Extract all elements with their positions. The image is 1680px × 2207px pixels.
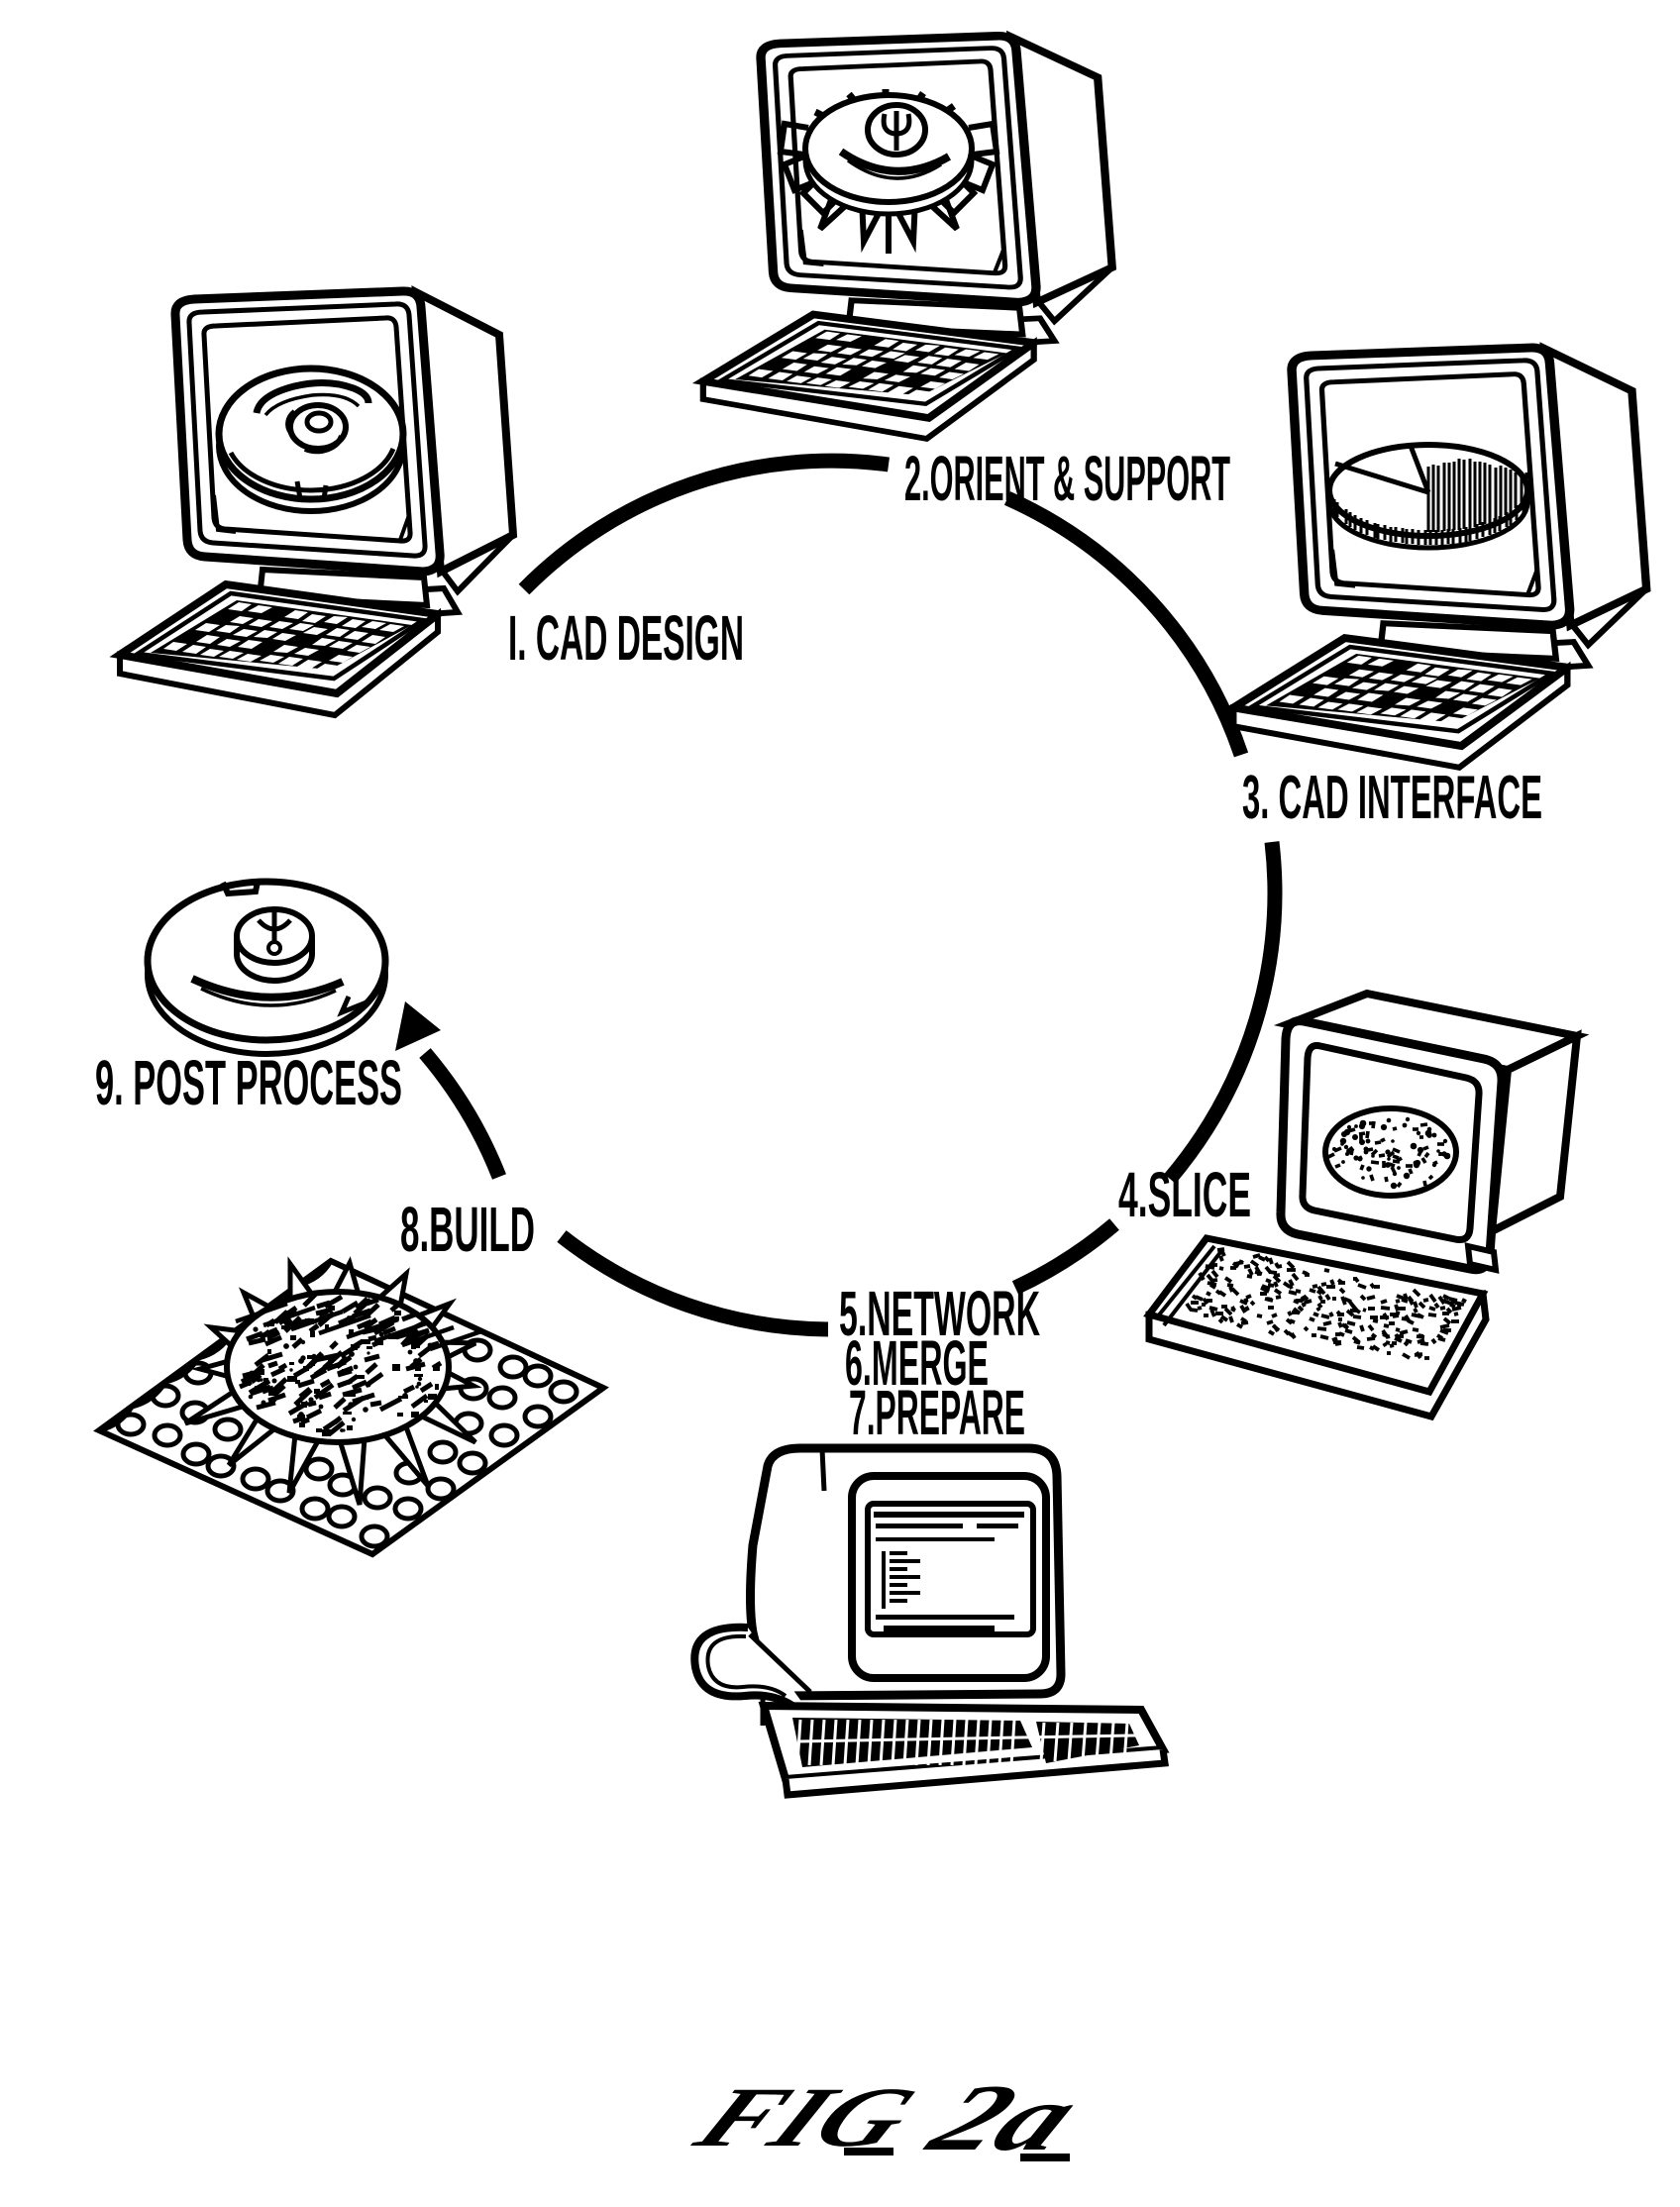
svg-text:7.PREPARE: 7.PREPARE: [849, 1377, 1025, 1448]
svg-text:5.NETWORK: 5.NETWORK: [839, 1278, 1040, 1349]
svg-text:4.SLICE: 4.SLICE: [1118, 1159, 1251, 1230]
svg-text:I. CAD DESIGN: I. CAD DESIGN: [508, 602, 744, 674]
svg-text:8.BUILD: 8.BUILD: [400, 1194, 535, 1265]
svg-text:3. CAD INTERFACE: 3. CAD INTERFACE: [1242, 764, 1542, 832]
svg-text:2.ORIENT & SUPPORT: 2.ORIENT & SUPPORT: [904, 443, 1230, 514]
svg-text:6.MERGE: 6.MERGE: [845, 1327, 989, 1399]
svg-text:9. POST PROCESS: 9. POST PROCESS: [95, 1047, 402, 1118]
